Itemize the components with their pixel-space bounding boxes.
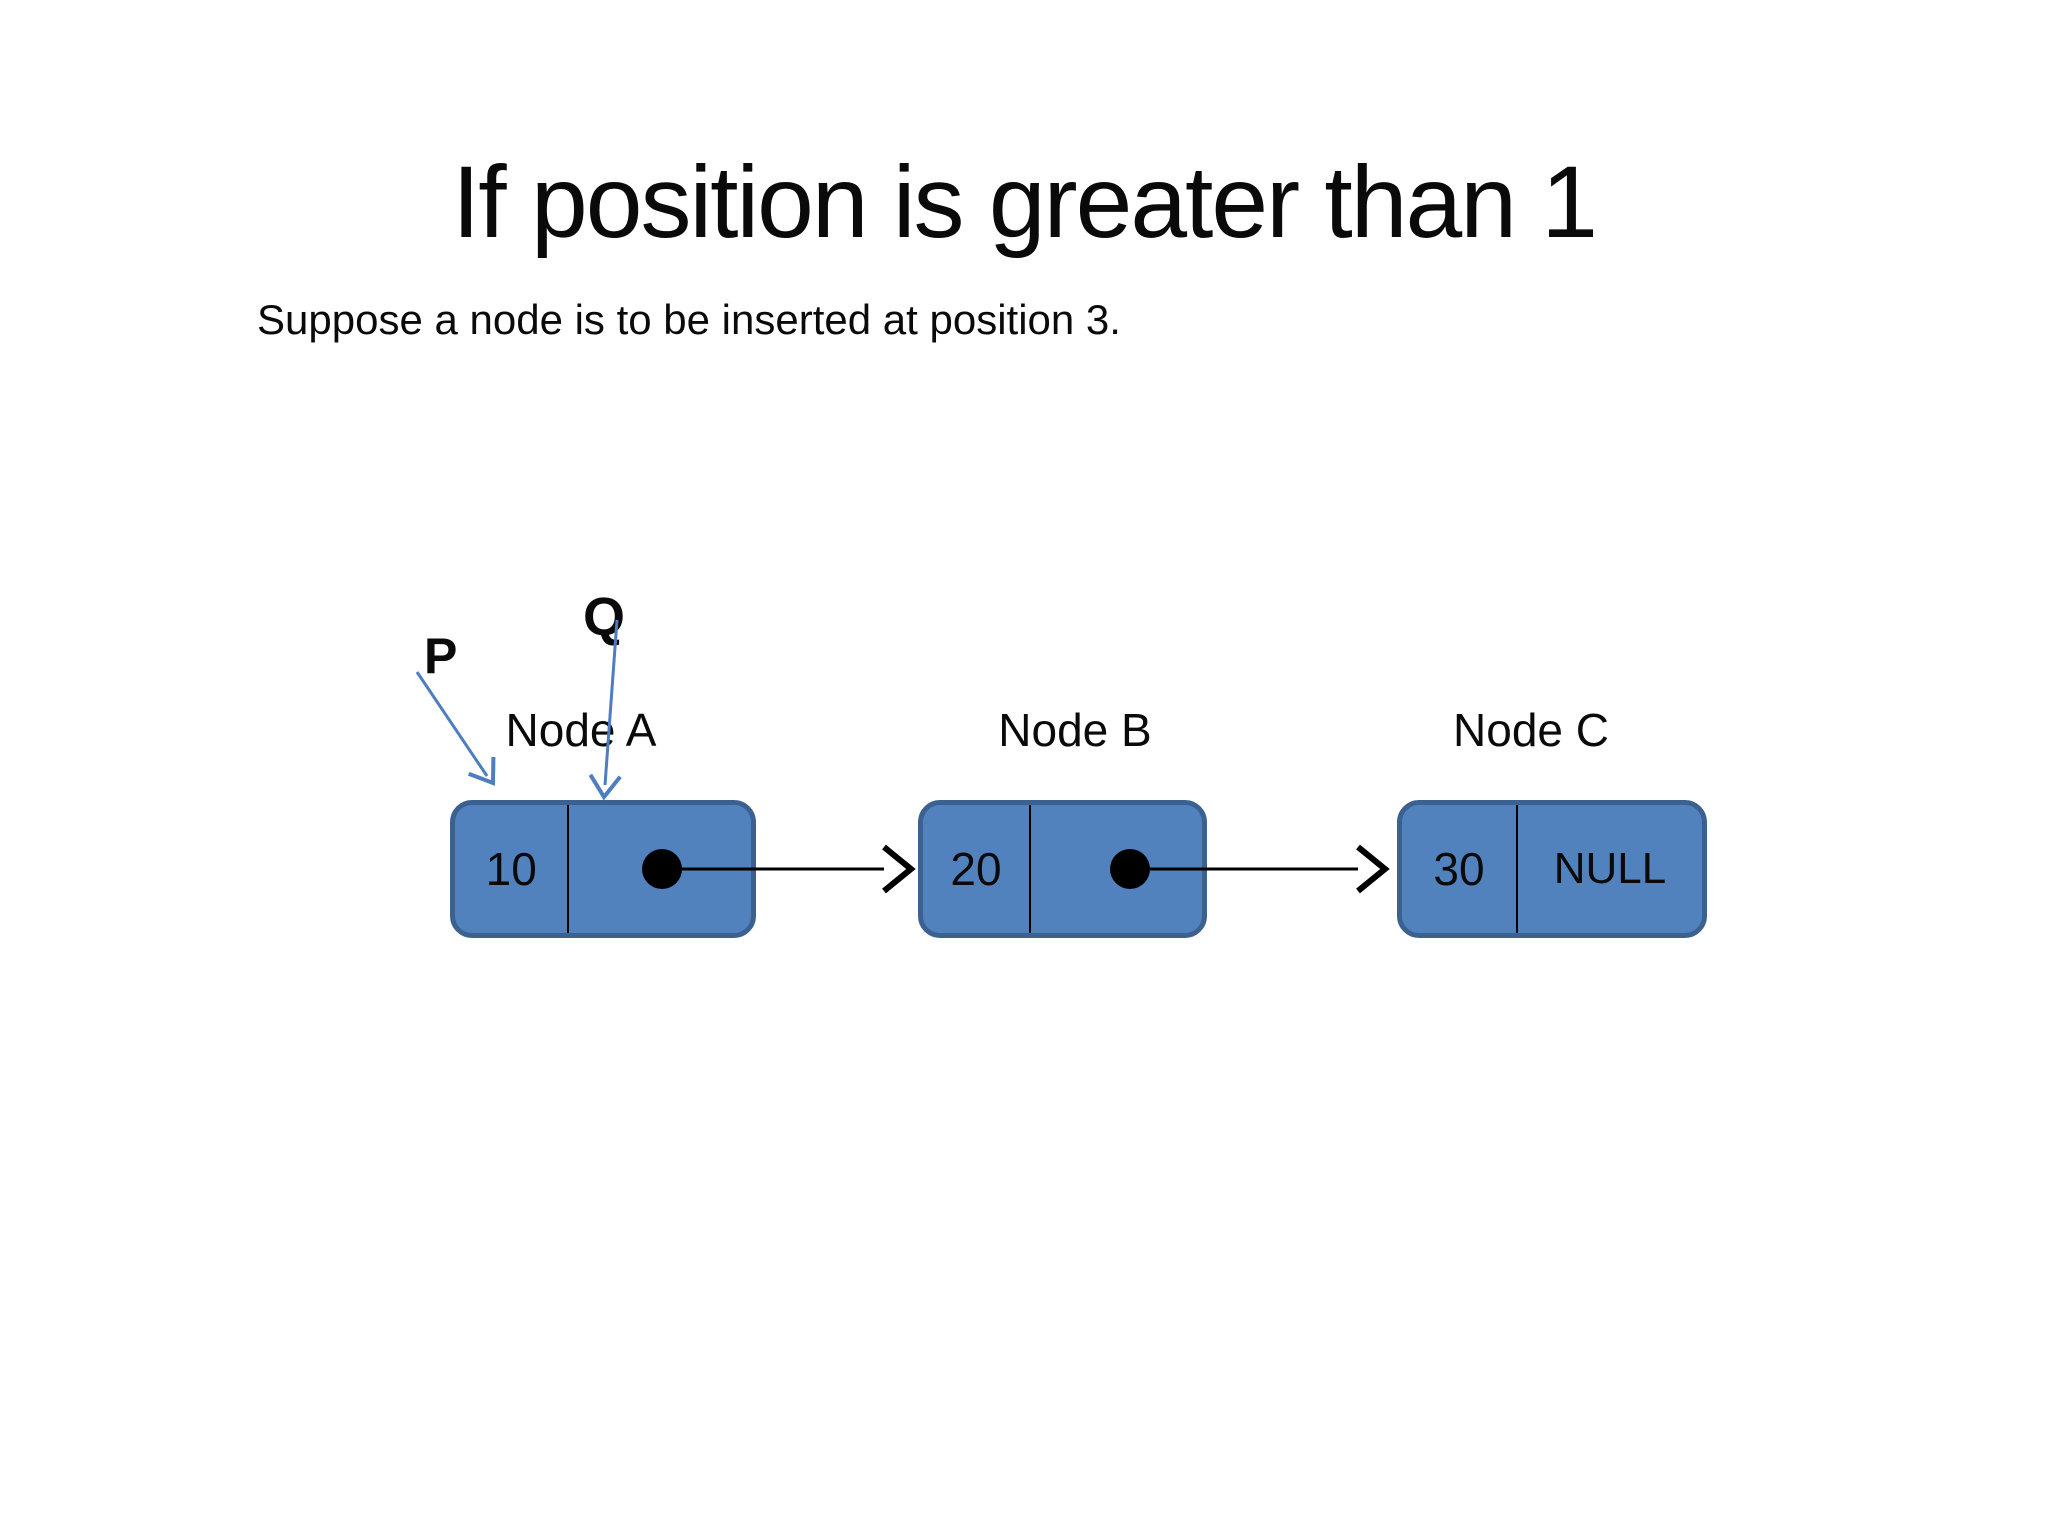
slide-subtitle: Suppose a node is to be inserted at posi… (257, 296, 1121, 343)
node-b-data-value: 20 (950, 843, 1002, 895)
node-c-next-cell: NULL (1518, 805, 1702, 933)
node-c-box: 30 NULL (1397, 800, 1707, 938)
node-b-data-cell: 20 (923, 805, 1032, 933)
node-b-next-cell (1031, 805, 1202, 933)
node-a-next-cell (569, 805, 751, 933)
node-c-data-value: 30 (1433, 843, 1485, 895)
node-b-box: 20 (918, 800, 1207, 938)
node-a-data-value: 10 (485, 843, 537, 895)
pointer-p-label: P (424, 628, 458, 684)
node-b-label: Node B (998, 704, 1152, 756)
node-a-label: Node A (505, 704, 657, 756)
pointer-p-arrow-icon (415, 671, 496, 786)
node-c-label: Node C (1453, 704, 1609, 756)
node-c-data-cell: 30 (1402, 805, 1518, 933)
pointer-q-label: Q (583, 587, 626, 647)
node-c-null-text: NULL (1553, 844, 1667, 893)
page-title: If position is greater than 1 (451, 145, 1598, 259)
node-a-box: 10 (450, 800, 756, 938)
node-a-data-cell: 10 (455, 805, 570, 933)
